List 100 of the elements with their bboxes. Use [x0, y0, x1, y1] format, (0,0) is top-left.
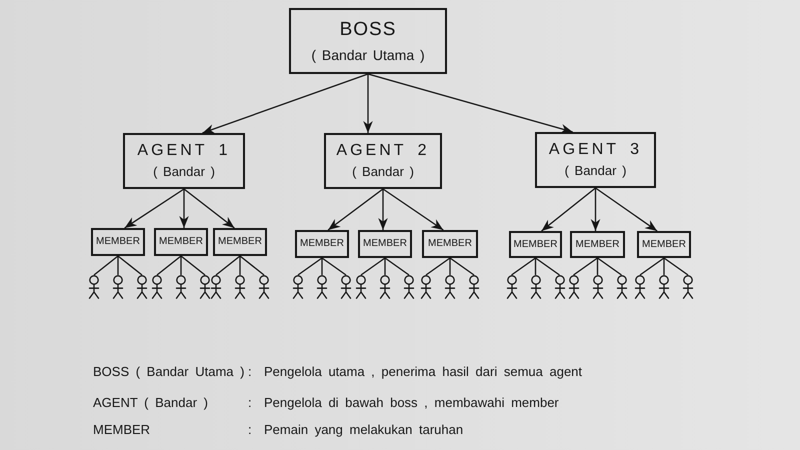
stick-figure-icon [402, 275, 416, 299]
arrow [368, 73, 573, 134]
connector-line [534, 258, 536, 275]
role-title: BOSS [340, 19, 396, 41]
role-box [324, 133, 442, 189]
definition-term: AGENT ( Bandar ) [93, 395, 208, 411]
definition-text: Pengelola di bawah boss , membawahi member [264, 395, 559, 411]
connector-line [94, 256, 118, 276]
stick-figure-icon [135, 275, 149, 299]
stick-figure-icon [552, 275, 566, 299]
connector-line [596, 258, 598, 275]
connector-line [663, 258, 665, 275]
stick-figure-icon [614, 275, 628, 299]
colon-separator: : [248, 364, 252, 380]
connector-line [322, 257, 346, 276]
arrow [382, 188, 444, 231]
connector-line [450, 257, 474, 276]
stick-figure-icon [233, 275, 247, 299]
role-subtitle: ( Bandar ) [564, 164, 626, 180]
stick-figure-icon [633, 275, 647, 299]
arrow [179, 189, 189, 228]
stick-figure-icon [590, 275, 604, 299]
connector-line [449, 258, 451, 275]
connector-line [156, 256, 182, 276]
arrow [595, 187, 658, 232]
role-subtitle: ( Bandar ) [153, 165, 215, 180]
definition-text: Pengelola utama , penerima hasil dari semua agent [264, 364, 582, 380]
connector-line [321, 258, 323, 275]
definition-term: MEMBER [93, 422, 150, 438]
role-box [91, 228, 145, 256]
role-box [535, 132, 656, 188]
stick-figure-icon [315, 275, 329, 299]
role-title: MEMBER [96, 236, 140, 248]
connector-line [180, 256, 206, 276]
stick-figure-icon [150, 275, 164, 299]
role-box [289, 8, 447, 74]
role-subtitle: ( Bandar Utama ) [311, 46, 425, 63]
connector-line [640, 257, 664, 276]
role-box [295, 230, 349, 258]
stick-figure-icon [291, 275, 305, 299]
colon-separator: : [248, 422, 252, 438]
definition-term: BOSS ( Bandar Utama ) [93, 364, 244, 380]
role-box [123, 133, 245, 189]
role-box [422, 230, 478, 258]
arrow [541, 188, 596, 232]
connector-line [511, 257, 536, 276]
connector-line [360, 257, 386, 276]
connector-line [384, 258, 386, 275]
role-box [213, 228, 267, 256]
role-title: AGENT 2 [336, 142, 430, 160]
arrow [202, 73, 368, 134]
stick-figure-icon [174, 275, 188, 299]
stick-figure-icon [528, 275, 542, 299]
role-title: AGENT 1 [137, 142, 231, 160]
role-box [154, 228, 208, 256]
role-subtitle: ( Bandar ) [352, 165, 414, 180]
role-title: MEMBER [159, 236, 203, 248]
connector-line [216, 256, 240, 276]
stick-figure-icon [257, 275, 271, 299]
arrow [184, 188, 235, 229]
stick-figure-icon [87, 275, 101, 299]
colon-separator: : [248, 395, 252, 411]
stick-figure-icon [681, 275, 695, 299]
stick-figure-icon [198, 275, 212, 299]
role-title: MEMBER [642, 238, 686, 250]
role-title: MEMBER [363, 238, 407, 250]
role-box [570, 231, 625, 258]
role-title: MEMBER [300, 238, 344, 250]
connector-line [426, 257, 450, 276]
stick-figure-icon [209, 275, 223, 299]
stick-figure-icon [467, 275, 481, 299]
arrow [363, 74, 373, 133]
connector-line [535, 257, 560, 276]
arrow [124, 188, 184, 229]
connector-line [239, 256, 241, 275]
arrow [378, 189, 388, 230]
connector-line [384, 257, 410, 276]
role-title: MEMBER [514, 238, 558, 250]
stick-figure-icon [378, 275, 392, 299]
stick-figure-icon [657, 275, 671, 299]
role-title: MEMBER [576, 238, 620, 250]
stick-figure-icon [111, 275, 125, 299]
connector-line [298, 257, 322, 276]
role-box [637, 231, 691, 258]
connector-line [240, 256, 264, 276]
stick-figure-icon [504, 275, 518, 299]
role-title: MEMBER [428, 238, 472, 250]
role-box [509, 231, 562, 258]
stick-figure-icon [419, 275, 433, 299]
role-title: AGENT 3 [548, 140, 642, 160]
connector-line [180, 256, 182, 275]
role-title: MEMBER [218, 236, 262, 248]
arrow [328, 188, 384, 231]
connector-line [573, 257, 598, 276]
role-box [358, 230, 412, 258]
arrow [590, 188, 600, 231]
connector-line [664, 257, 688, 276]
stick-figure-icon [339, 275, 353, 299]
definition-text: Pemain yang melakukan taruhan [264, 422, 464, 438]
connector-line [118, 256, 142, 276]
